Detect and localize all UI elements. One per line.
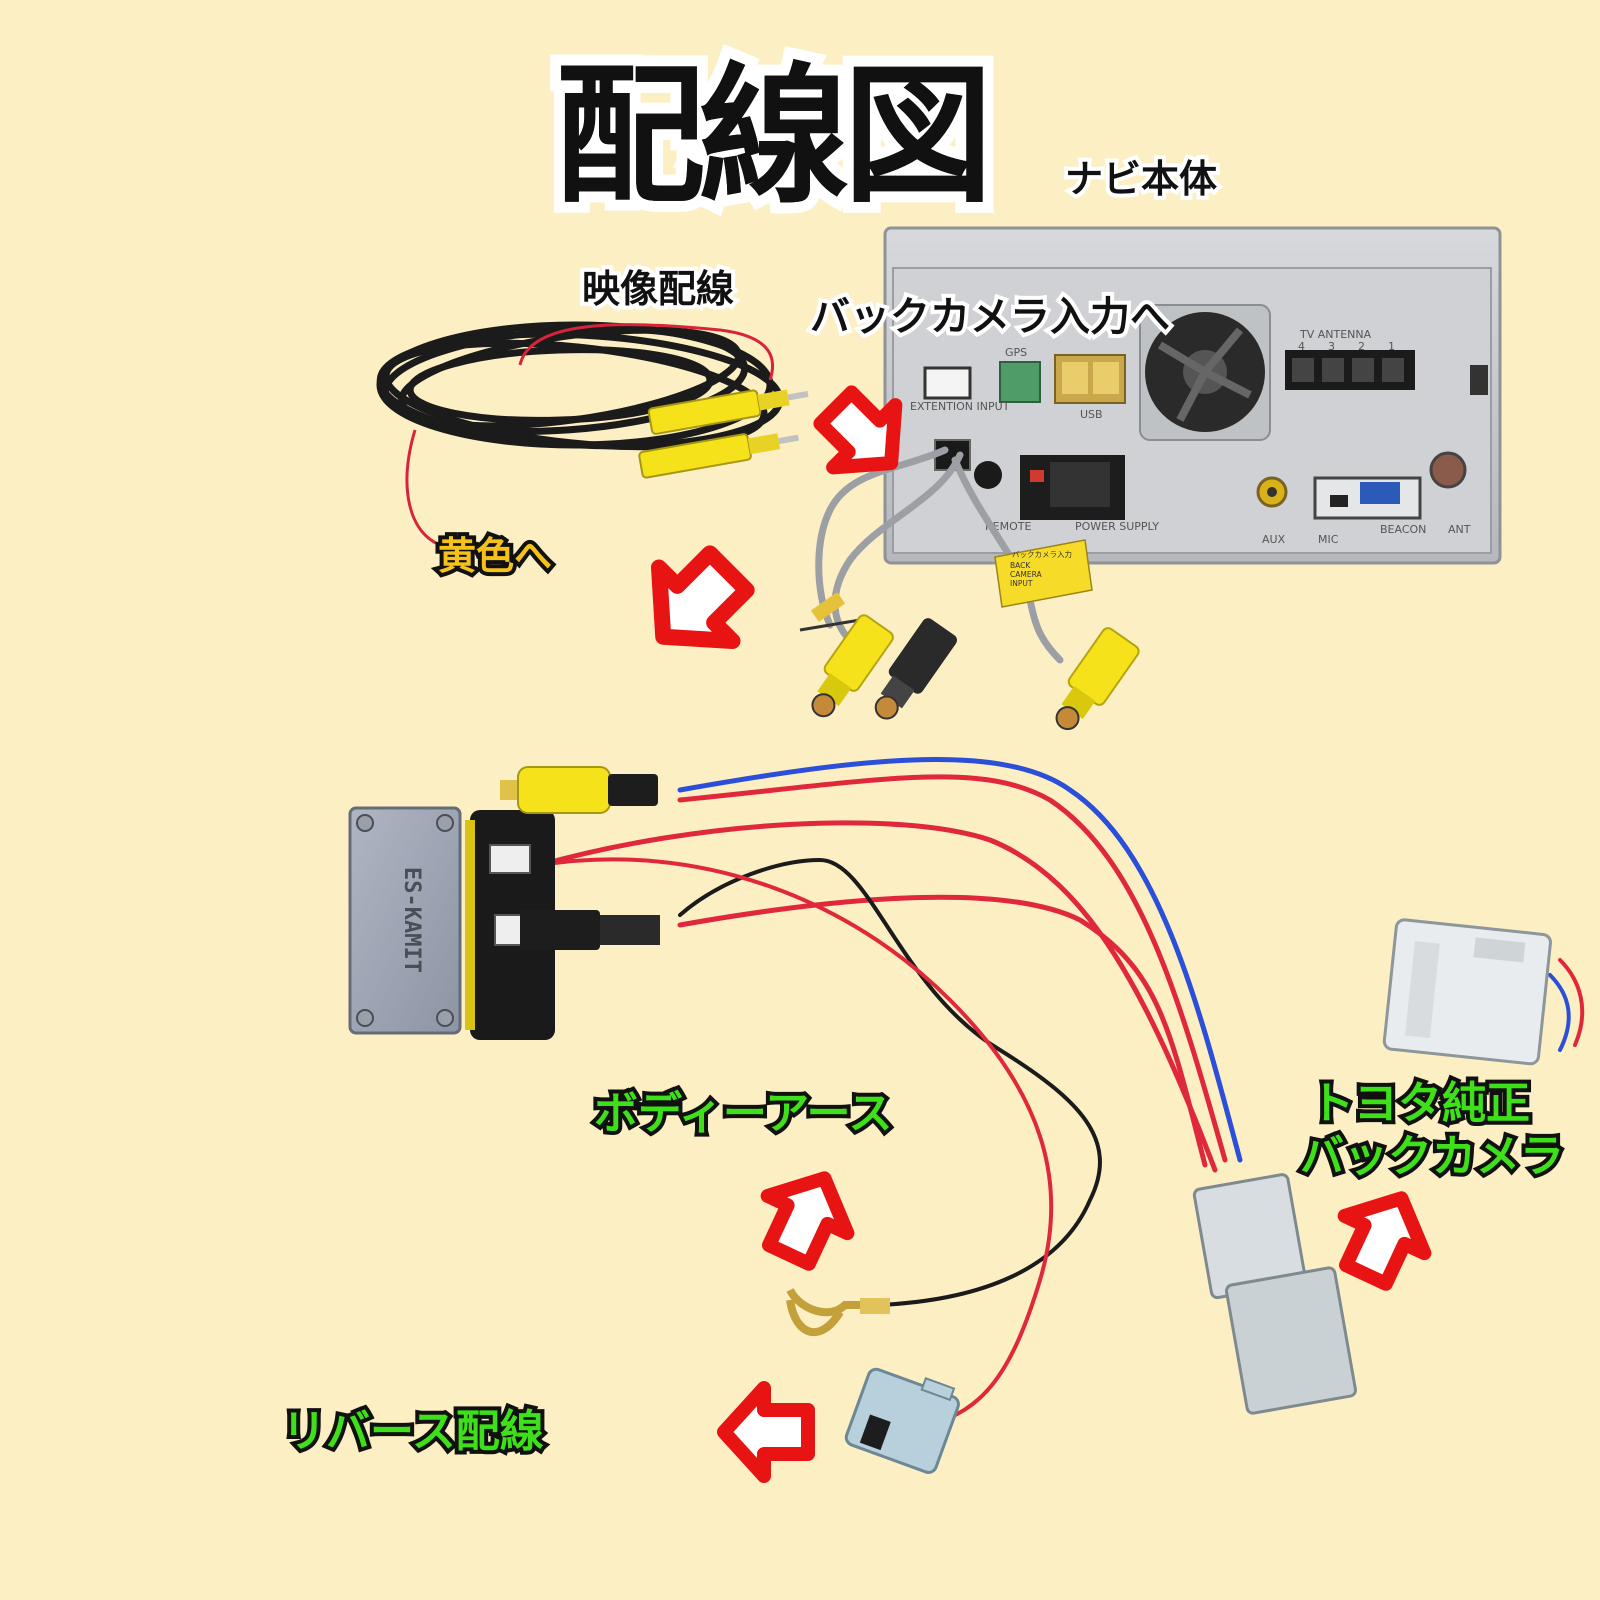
svg-text:BACK: BACK — [1010, 561, 1031, 570]
back-camera-input-tag: バックカメラ入力 BACK CAMERA INPUT — [994, 539, 1093, 608]
label-toyota-camera-line1: トヨタ純正 — [1306, 1078, 1534, 1130]
port-number-4: 4 — [1298, 340, 1305, 353]
label-to-yellow: 黄色へ — [434, 533, 556, 579]
usb-port — [1054, 354, 1126, 404]
port-label-beacon: BEACON — [1380, 523, 1426, 536]
label-navi-body: ナビ本体 — [1061, 156, 1221, 202]
extension-input-port — [923, 366, 972, 400]
body-earth-terminal — [786, 1287, 890, 1337]
port-label-tv-antenna: TV ANTENNA — [1299, 328, 1372, 341]
adapter-rca-jack — [500, 766, 658, 814]
arrow-body-earth — [760, 1171, 855, 1271]
arrow-reverse-wire — [717, 1381, 815, 1483]
svg-text:INPUT: INPUT — [1010, 579, 1033, 588]
label-to-back-camera-input: バックカメラ入力へ — [806, 293, 1174, 341]
svg-text:バックカメラ入力: バックカメラ入力 — [1012, 549, 1072, 559]
arrow-toyota-camera — [1337, 1191, 1432, 1291]
reverse-tap-connector — [844, 1367, 960, 1474]
tv-antenna-ports — [1285, 350, 1415, 390]
unit-rca-connectors — [799, 592, 1140, 731]
port-number-2: 2 — [1358, 340, 1365, 353]
port-label-ant: ANT — [1448, 523, 1471, 536]
power-supply-connector — [1020, 455, 1125, 520]
label-body-earth: ボディーアース — [590, 1088, 896, 1140]
page-title-fill: 配線図 — [555, 50, 993, 224]
video-cable-rca-plugs — [638, 389, 809, 479]
page-title: 配線図 — [544, 50, 1004, 224]
video-cable-coil — [376, 321, 784, 547]
port-label-power: POWER SUPPLY — [1075, 520, 1159, 533]
port-label-usb: USB — [1080, 408, 1103, 421]
aux-port — [1256, 476, 1288, 508]
port-number-3: 3 — [1328, 340, 1335, 353]
gps-port — [999, 361, 1041, 403]
port-label-extension: EXTENTION INPUT — [910, 400, 1010, 413]
adapter-box: ES-KAMIT — [348, 806, 660, 1040]
svg-text:CAMERA: CAMERA — [1010, 570, 1042, 579]
arrow-to-unit-rca — [650, 545, 755, 650]
toyota-camera-connector — [1382, 918, 1552, 1066]
navi-unit: EXTENTION INPUT GPS USB REMOTE POWER SUP… — [883, 226, 1502, 565]
port-label-mic: MIC — [1318, 533, 1339, 546]
label-reverse-wire: リバース配線 — [278, 1406, 548, 1458]
arrow-to-back-camera-input — [813, 385, 903, 475]
label-video-wire: 映像配線 — [578, 266, 738, 312]
port-label-gps: GPS — [1005, 346, 1027, 359]
harness-toyota-connector — [1192, 1173, 1357, 1415]
port-number-1: 1 — [1388, 340, 1395, 353]
label-toyota-camera-line2: バックカメラ — [1296, 1131, 1568, 1183]
fan-icon — [1139, 304, 1271, 441]
ant-port — [1429, 451, 1467, 489]
harness-wires — [537, 757, 1585, 1427]
port-label-aux: AUX — [1262, 533, 1286, 546]
adapter-brand: ES-KAMIT — [399, 867, 424, 973]
